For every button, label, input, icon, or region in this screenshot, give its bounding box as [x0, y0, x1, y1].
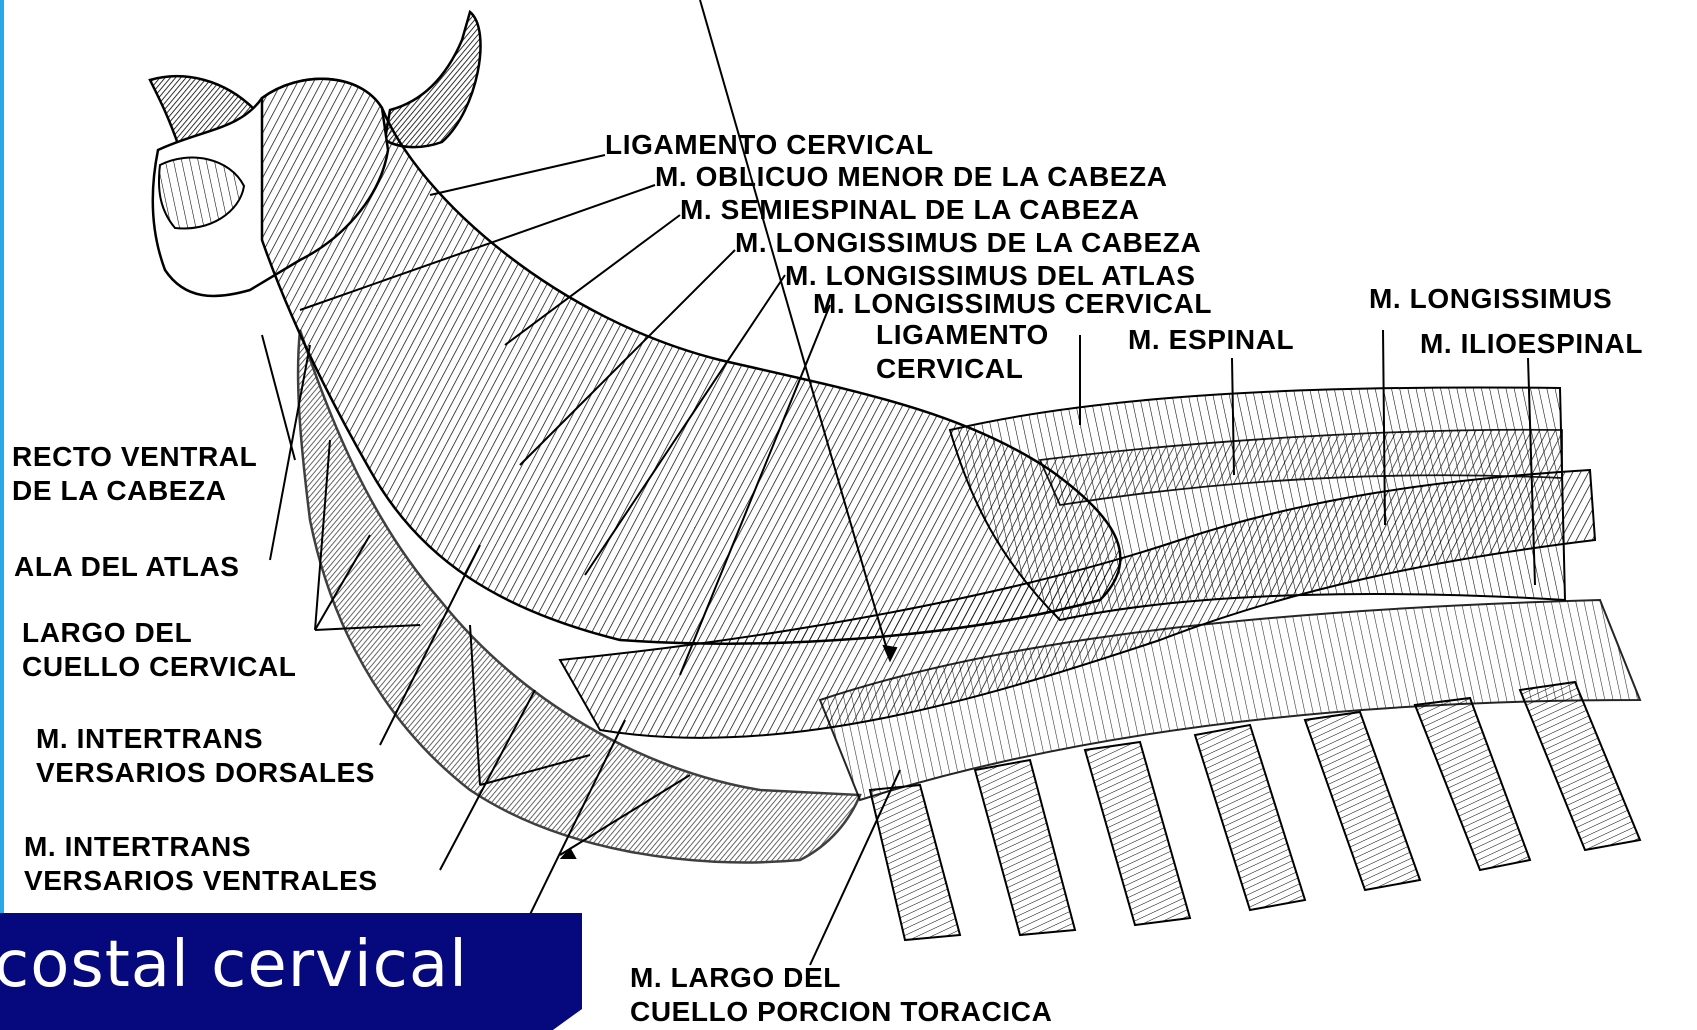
label-recto-ventral: RECTO VENTRAL DE LA CABEZA: [12, 440, 257, 508]
label-oblicuo-menor: M. OBLICUO MENOR DE LA CABEZA: [655, 160, 1168, 194]
label-ala-atlas: ALA DEL ATLAS: [14, 550, 240, 584]
label-intertrans-ventrales: M. INTERTRANS VERSARIOS VENTRALES: [24, 830, 378, 898]
label-longissimus-cabeza: M. LONGISSIMUS DE LA CABEZA: [735, 226, 1201, 260]
label-largo-cuello-toracica: M. LARGO DEL CUELLO PORCION TORACICA: [630, 961, 1052, 1029]
label-ligamento-cervical-top: LIGAMENTO CERVICAL: [605, 128, 934, 162]
label-ilioespinal: M. ILIOESPINAL: [1420, 327, 1643, 361]
skull-horn-right: [385, 12, 481, 147]
title-banner-text: costal cervical: [0, 925, 468, 1005]
label-espinal: M. ESPINAL: [1128, 323, 1294, 357]
label-longissimus-cervical: M. LONGISSIMUS CERVICAL: [813, 287, 1212, 321]
label-ligamento-cervical-mid: LIGAMENTO CERVICAL: [876, 318, 1049, 386]
label-longissimus: M. LONGISSIMUS: [1369, 282, 1612, 316]
label-semiespinal-cabeza: M. SEMIESPINAL DE LA CABEZA: [680, 193, 1140, 227]
label-intertrans-dorsales: M. INTERTRANS VERSARIOS DORSALES: [36, 722, 375, 790]
label-largo-cuello-cervical: LARGO DEL CUELLO CERVICAL: [22, 616, 297, 684]
